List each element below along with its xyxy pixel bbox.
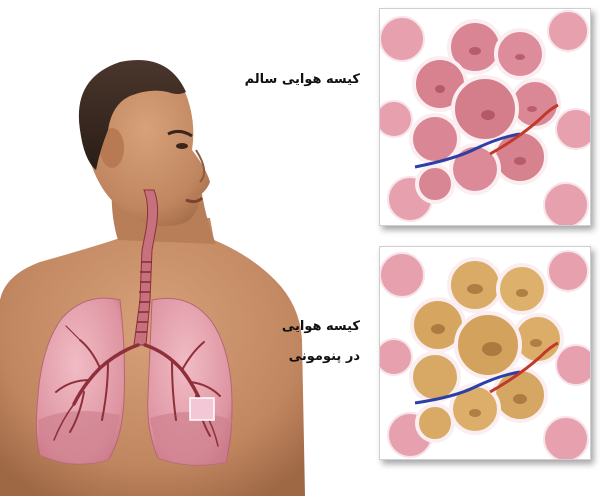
healthy-alveoli-illustration [380,9,590,225]
healthy-alveoli-panel [379,8,591,226]
eye [176,143,188,149]
pneumonia-alveoli-illustration [380,247,590,459]
pneumonia-alveoli-panel [379,246,591,460]
magnified-region-marker [190,398,214,420]
pneumonia-alveoli-label-line1: کیسه هوایی [282,320,360,333]
pneumonia-alveoli-label-line2: در پنومونی [289,350,360,363]
healthy-alveoli-label: کیسه هوایی سالم [245,73,360,86]
right-lung-lower-lobe [38,411,120,464]
